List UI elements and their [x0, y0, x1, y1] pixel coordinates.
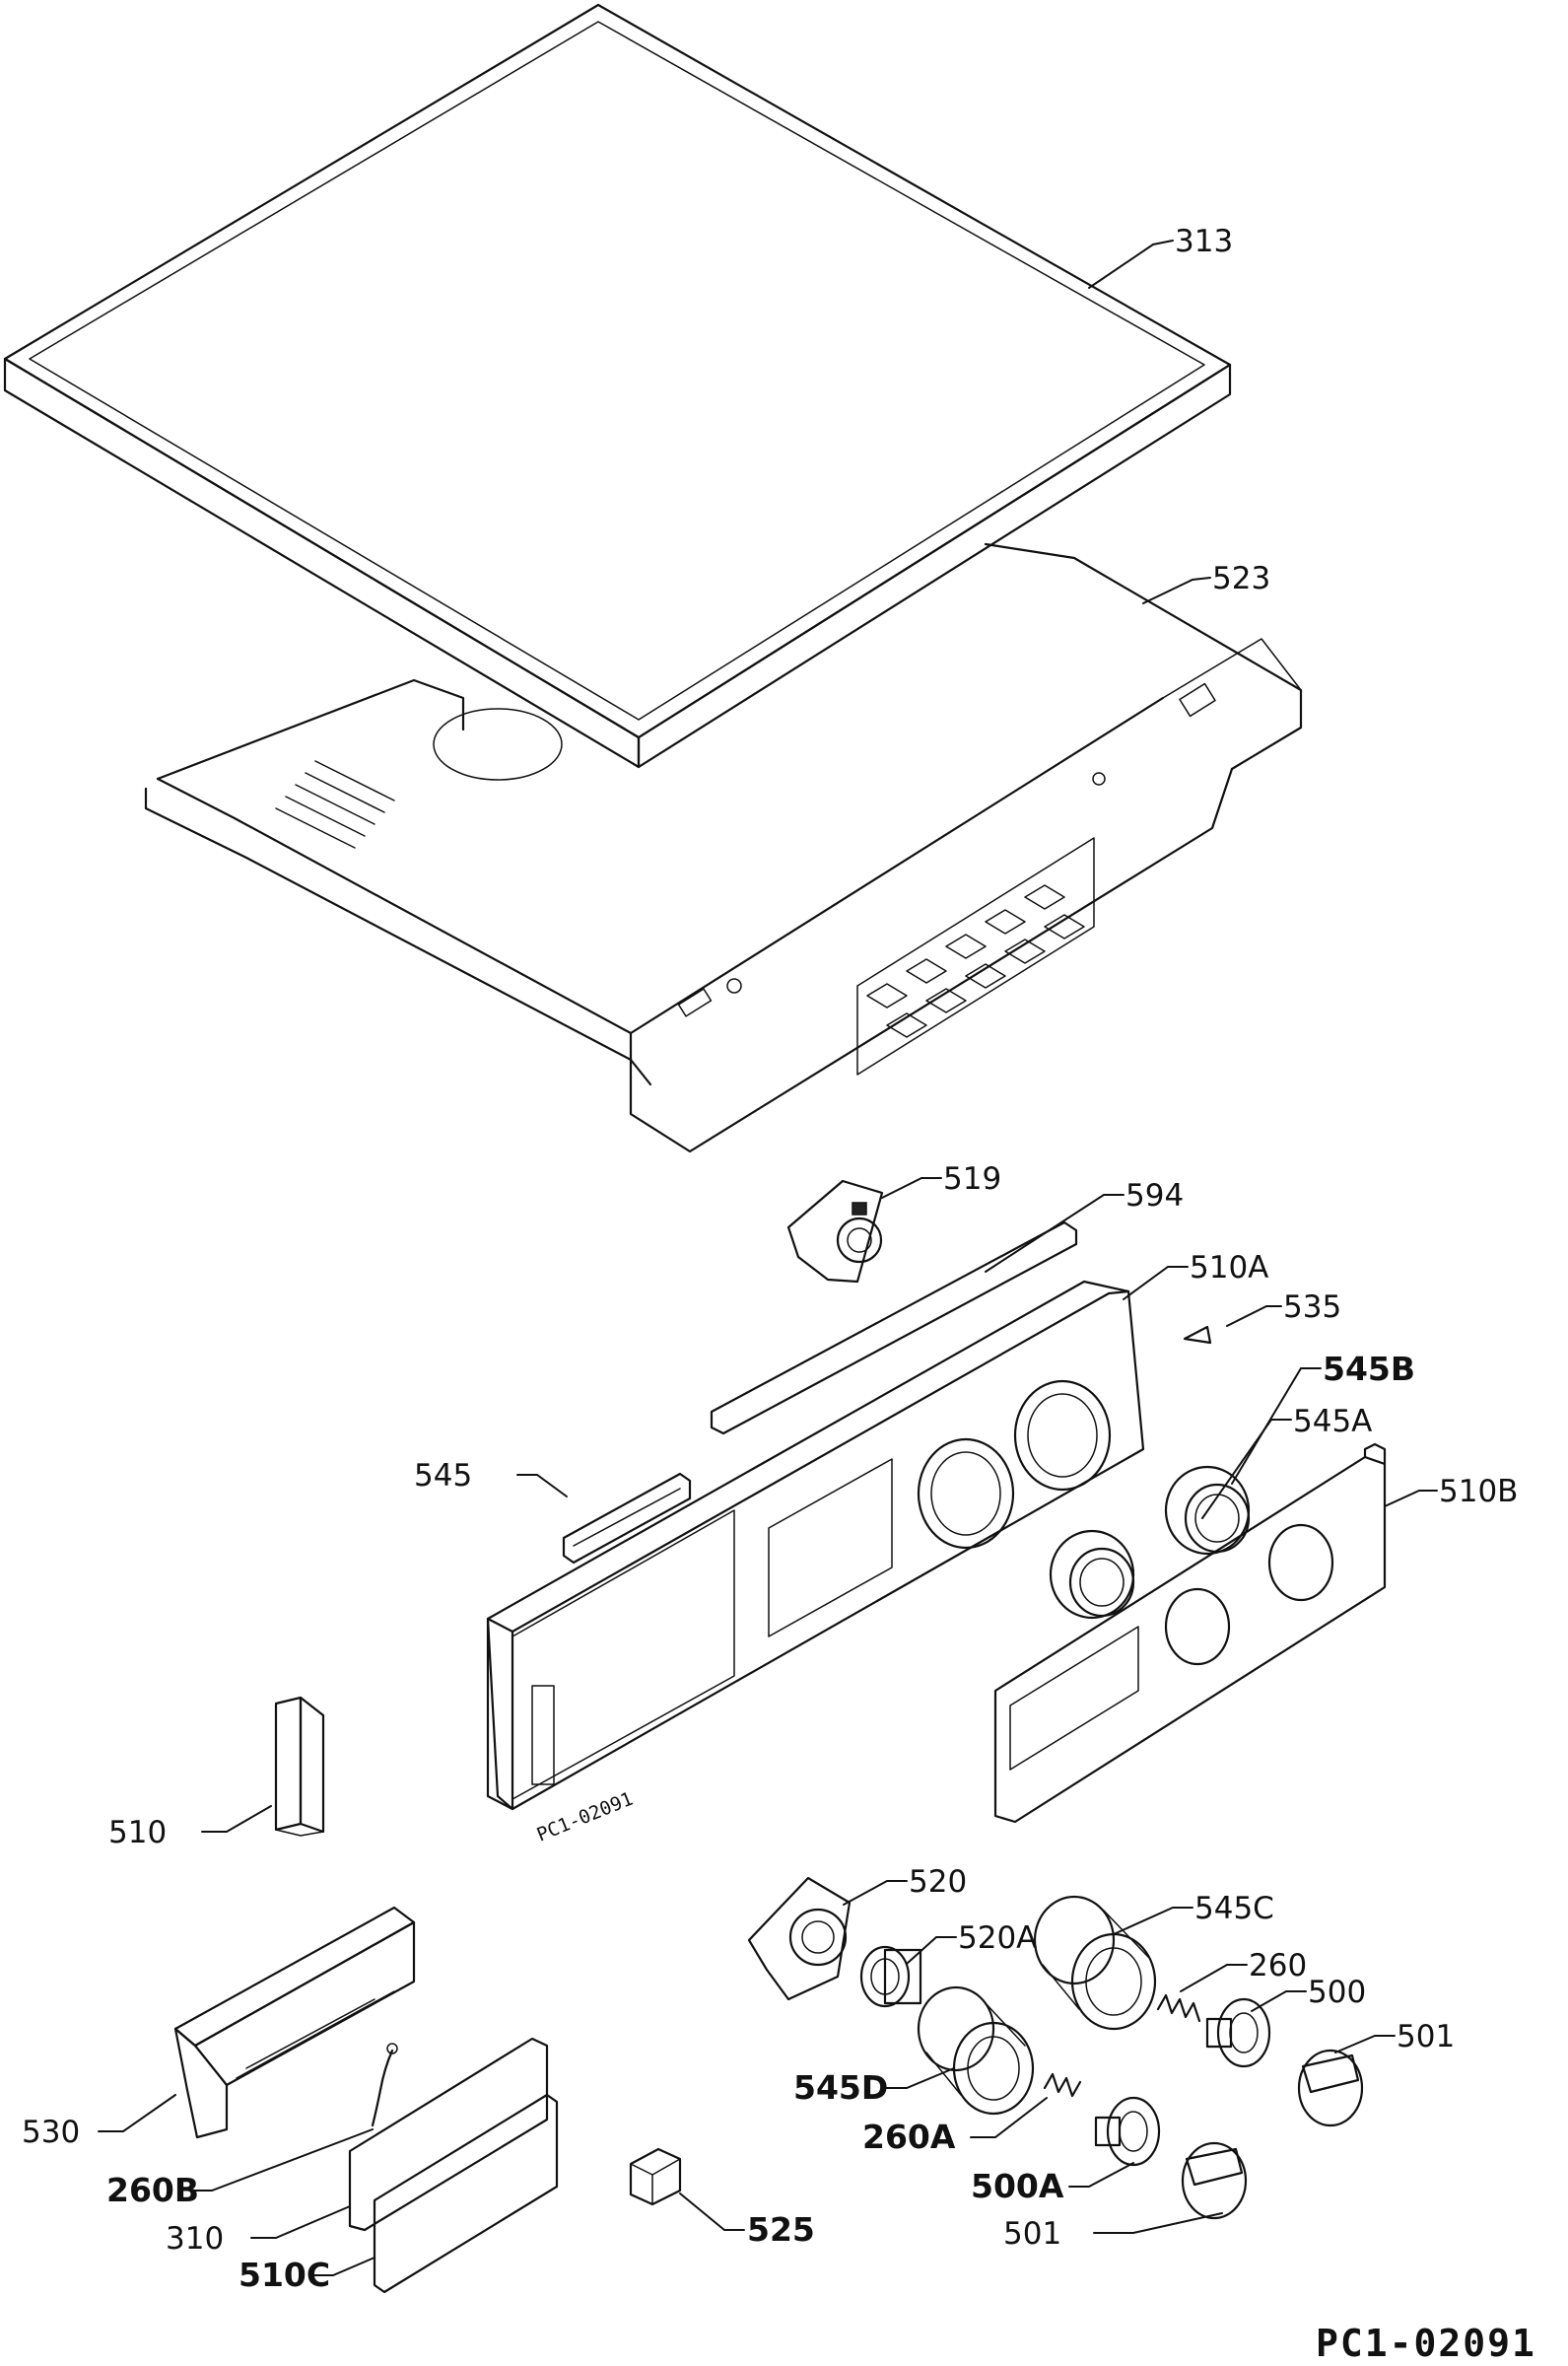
callout-310: 310 — [166, 2221, 224, 2257]
callout-545: 545 — [414, 1458, 472, 1494]
leader-lines — [98, 240, 1438, 2276]
ring-545a — [1049, 1529, 1135, 1620]
callout-523: 523 — [1212, 561, 1270, 596]
spring-260a — [1043, 2072, 1082, 2098]
reference-code: PC1-02091 — [1316, 2322, 1536, 2365]
callout-500: 500 — [1308, 1975, 1366, 2010]
callout-313: 313 — [1175, 224, 1233, 259]
callout-519: 519 — [943, 1161, 1001, 1197]
callout-510c: 510C — [239, 2256, 330, 2294]
callout-525: 525 — [747, 2210, 815, 2249]
callout-510b: 510B — [1439, 1474, 1518, 1509]
callout-260a: 260A — [862, 2118, 956, 2156]
knob-501-lower — [1181, 2141, 1248, 2220]
dispenser-drawer-530 — [173, 1906, 416, 2139]
callout-545b: 545B — [1323, 1350, 1415, 1388]
callout-535: 535 — [1283, 1289, 1341, 1325]
part-535 — [1183, 1325, 1212, 1345]
callout-501-lower: 501 — [1003, 2216, 1061, 2252]
part-519 — [786, 1179, 884, 1284]
selector-520 — [747, 1876, 852, 2001]
callout-260b: 260B — [106, 2171, 199, 2209]
flap-310 — [348, 2037, 549, 2232]
knob-501-upper — [1297, 2049, 1364, 2127]
clip-260b — [371, 2043, 398, 2127]
connector-525 — [629, 2147, 682, 2206]
callout-501-upper: 501 — [1397, 2019, 1455, 2054]
collar-545c — [1033, 1895, 1157, 2031]
callout-545a: 545A — [1293, 1404, 1372, 1439]
callout-510a: 510A — [1190, 1250, 1268, 1286]
cover-panel-510b — [993, 1442, 1387, 1824]
knob-base-500 — [1205, 1997, 1271, 2068]
spring-260 — [1156, 1993, 1201, 2023]
callout-520: 520 — [909, 1864, 967, 1900]
callout-labels: 313 523 519 594 510A 535 545B 545A 510B … — [22, 224, 1518, 2294]
corner-piece-510 — [274, 1696, 325, 1837]
panel-stamp: PC1-02091 — [534, 1788, 637, 1846]
cover-plate-510c — [373, 2093, 559, 2294]
top-cover-313 — [3, 3, 1232, 769]
collar-545d — [917, 1985, 1035, 2116]
knob-base-500a — [1094, 2096, 1161, 2167]
control-panel-510a — [486, 1280, 1145, 1811]
callout-260: 260 — [1249, 1948, 1307, 1983]
control-frame-523 — [144, 542, 1303, 1153]
selector-520a — [859, 1945, 922, 2008]
callout-594: 594 — [1125, 1178, 1184, 1214]
strip-594 — [710, 1220, 1078, 1435]
part-545 — [562, 1472, 692, 1565]
callout-545d: 545D — [793, 2068, 888, 2107]
callout-520a: 520A — [958, 1920, 1037, 1956]
callout-545c: 545C — [1194, 1891, 1274, 1926]
callout-500a: 500A — [971, 2167, 1064, 2205]
callout-530: 530 — [22, 2115, 80, 2150]
callout-510: 510 — [108, 1815, 167, 1850]
